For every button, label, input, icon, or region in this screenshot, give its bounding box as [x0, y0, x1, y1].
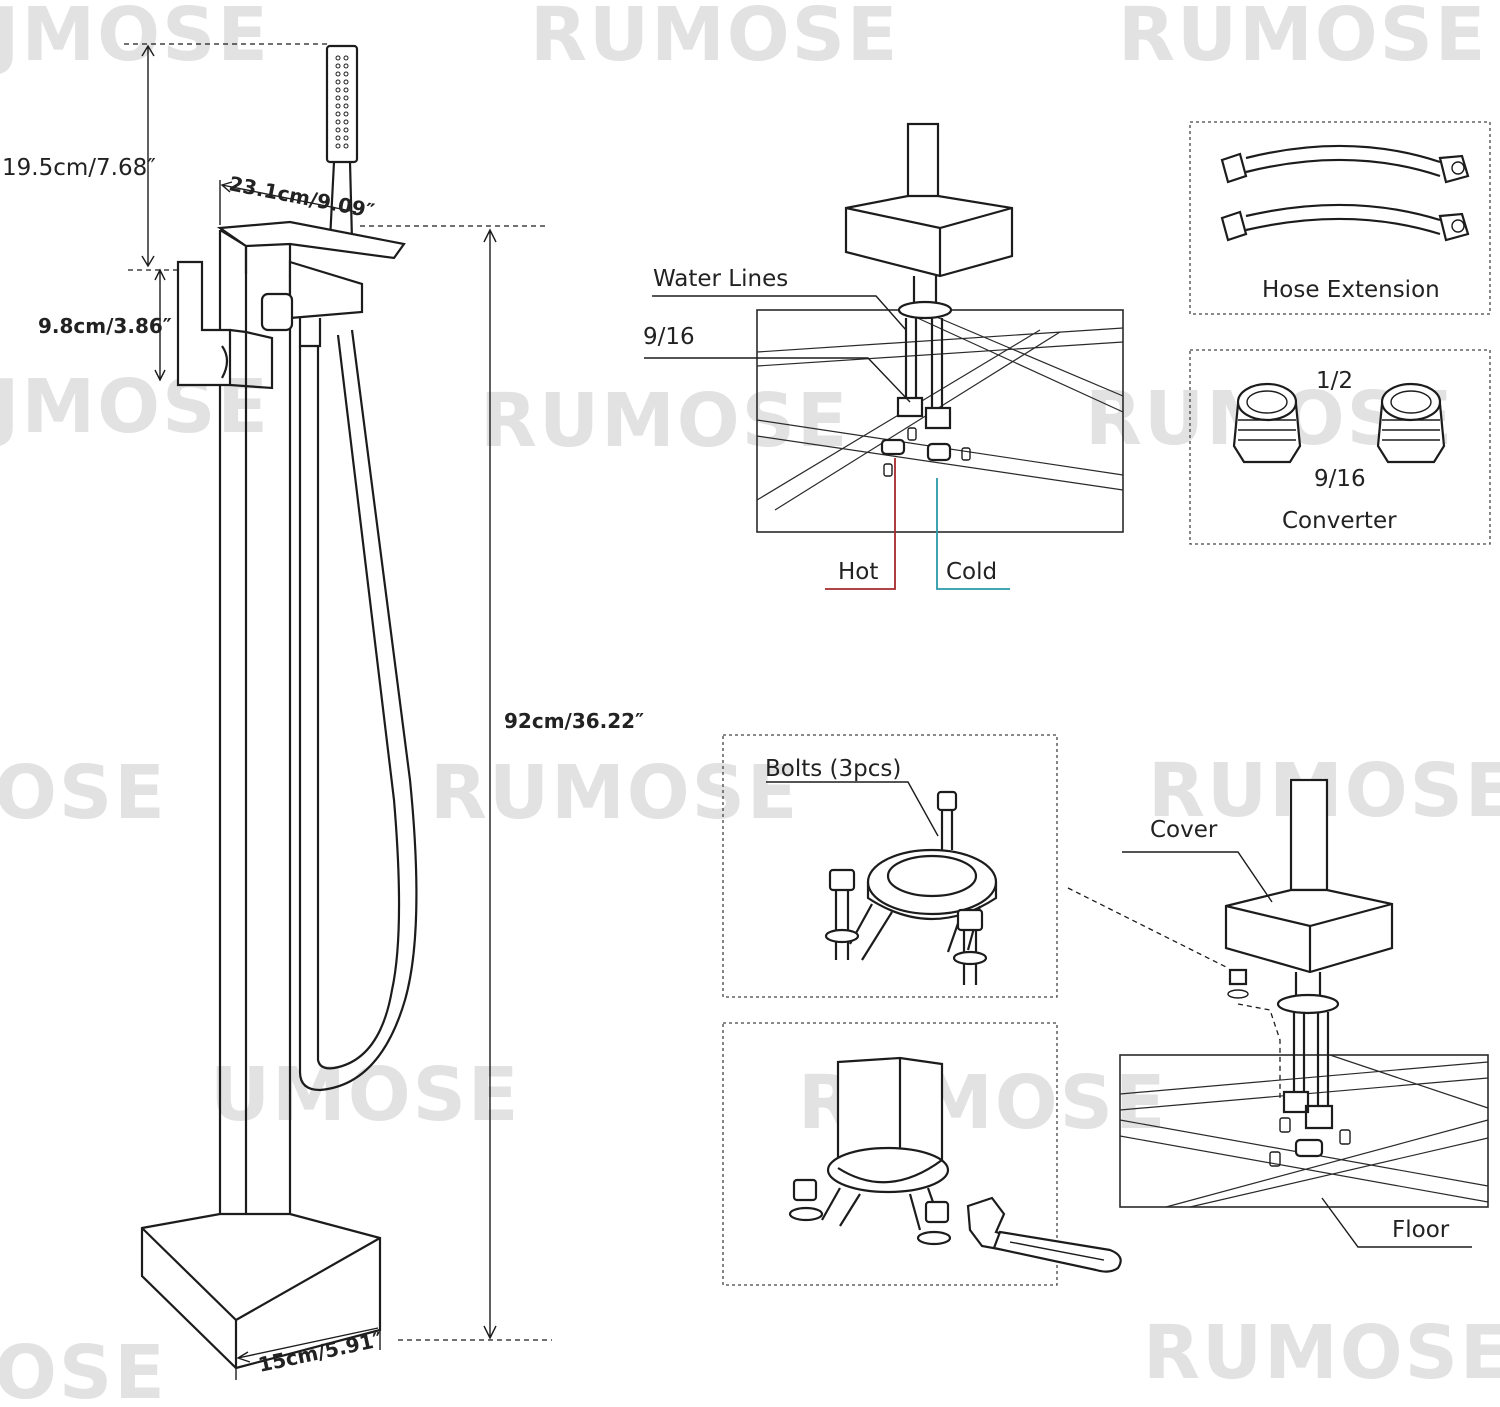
converter-left [1232, 382, 1302, 464]
label-floor: Floor [1392, 1217, 1450, 1243]
label-bolts: Bolts (3pcs) [765, 756, 901, 782]
wrench-icon [966, 1196, 1122, 1273]
leader-bolts [766, 781, 939, 837]
pillar-stem-2 [1294, 972, 1322, 998]
cover-edges [845, 206, 1013, 276]
leader-floor [1321, 1197, 1472, 1248]
hose-connector [298, 318, 322, 348]
water-line-pipes-2 [1292, 1012, 1330, 1106]
pillar-2 [1289, 778, 1329, 892]
dim-arrow-handshower [141, 44, 155, 268]
watermark-bottom-right: RUMOSE [1143, 1310, 1500, 1396]
main-column [218, 230, 292, 1235]
bolt-1 [936, 790, 958, 850]
dim-arrow-handle [154, 268, 166, 382]
converter-box: 1/2 9/16 Converter [1189, 349, 1491, 545]
dim-handshower-height: 19.5cm/7.68″ [2, 155, 156, 181]
spout [216, 220, 406, 260]
water-lines-diagram: Water Lines 9/16 Hot Cold [643, 122, 1124, 590]
ring-edge [866, 882, 998, 920]
label-converter-half: 1/2 [1316, 368, 1353, 394]
converter-right [1376, 382, 1446, 464]
watermark-jmose: JMOSE [0, 0, 270, 78]
base-plate [897, 300, 953, 320]
wrench-box [722, 1022, 1122, 1286]
label-thread-size: 9/16 [643, 324, 695, 350]
label-hose-extension: Hose Extension [1262, 277, 1440, 303]
hose-extension-frame [1189, 121, 1491, 315]
converter-frame [1189, 349, 1491, 545]
watermark-umose: UMOSE [210, 1052, 520, 1138]
dim-tick [235, 1308, 381, 1380]
watermark-ose-2: OSE [0, 1330, 167, 1407]
spray-nozzles [335, 55, 349, 149]
dim-arrow-spout [220, 181, 357, 213]
base-legs [821, 1187, 942, 1231]
base-plate-2 [1276, 993, 1340, 1015]
bolts-frame [722, 734, 1058, 998]
watermark-mid-center: RUMOSE [480, 378, 849, 464]
cover-block [844, 194, 1014, 278]
leader-dashed [1067, 887, 1229, 969]
pillar-stem [912, 276, 938, 304]
label-converter: Converter [1282, 508, 1397, 534]
label-cover: Cover [1150, 817, 1218, 843]
leader-water-lines [652, 295, 907, 331]
cold-line [936, 478, 1010, 590]
mounting-ring-hole [886, 854, 978, 898]
dim-arrow-total [483, 228, 497, 1340]
loose-nut [1227, 968, 1249, 999]
hose-extension-box: Hose Extension [1189, 121, 1491, 315]
bolts-box: Bolts (3pcs) [722, 734, 1058, 998]
water-line-pipes [904, 318, 944, 408]
handle-side [229, 328, 274, 390]
hose-2 [1220, 203, 1470, 242]
bolt-right [916, 1200, 952, 1246]
watermark-lower-center: RUMOSE [430, 750, 799, 836]
diverter-body [288, 260, 364, 320]
dim-total-height: 92cm/36.22″ [504, 709, 644, 733]
dim-spout-length: 23.1cm/9.09″ [227, 171, 377, 223]
hex-nuts [896, 396, 952, 430]
bolt-parts-2 [1269, 1117, 1351, 1167]
bolt-parts [880, 427, 971, 477]
dim-arrow-base [236, 1327, 379, 1363]
hand-shower-grip [328, 161, 354, 241]
label-cold: Cold [946, 559, 997, 585]
base-ring [826, 1146, 950, 1194]
watermark-top-right: RUMOSE [1118, 0, 1487, 78]
hex-nuts-2 [1282, 1090, 1334, 1130]
faucet-drawing: 19.5cm/7.68″ 23.1cm/9.09″ 9.8cm/3.86″ 92… [2, 43, 644, 1380]
bolt-2 [824, 868, 860, 960]
leader-cover [1122, 851, 1273, 903]
mixer-handle [176, 260, 232, 387]
hand-shower [325, 44, 359, 164]
watermark-ose: OSE [0, 750, 167, 836]
base-ring-inner [837, 1159, 943, 1184]
ring-legs [849, 903, 982, 961]
dim-handle-height: 9.8cm/3.86″ [38, 314, 172, 338]
leader-dashed-2 [1237, 1003, 1281, 1100]
shower-hose-outer [298, 329, 418, 1092]
bolt-3 [952, 908, 988, 985]
wrench-frame [722, 1022, 1058, 1286]
shower-hose-inner [316, 334, 401, 1070]
cover-edges-2 [1225, 902, 1393, 972]
label-water-lines: Water Lines [653, 266, 788, 292]
label-converter-thread: 9/16 [1314, 466, 1366, 492]
floor-base [140, 1212, 382, 1370]
watermark-top-center: RUMOSE [530, 0, 899, 78]
hot-line [825, 458, 896, 590]
bolt-left [788, 1178, 824, 1222]
tile-grid-2 [1119, 1054, 1489, 1208]
label-hot: Hot [838, 559, 878, 585]
hose-1 [1220, 144, 1470, 184]
leader-thread [644, 357, 911, 403]
dim-line [360, 225, 552, 1341]
cover-diagram: Cover Floor [1067, 778, 1489, 1248]
diverter-knob [260, 292, 294, 332]
handle-lever [221, 345, 229, 379]
